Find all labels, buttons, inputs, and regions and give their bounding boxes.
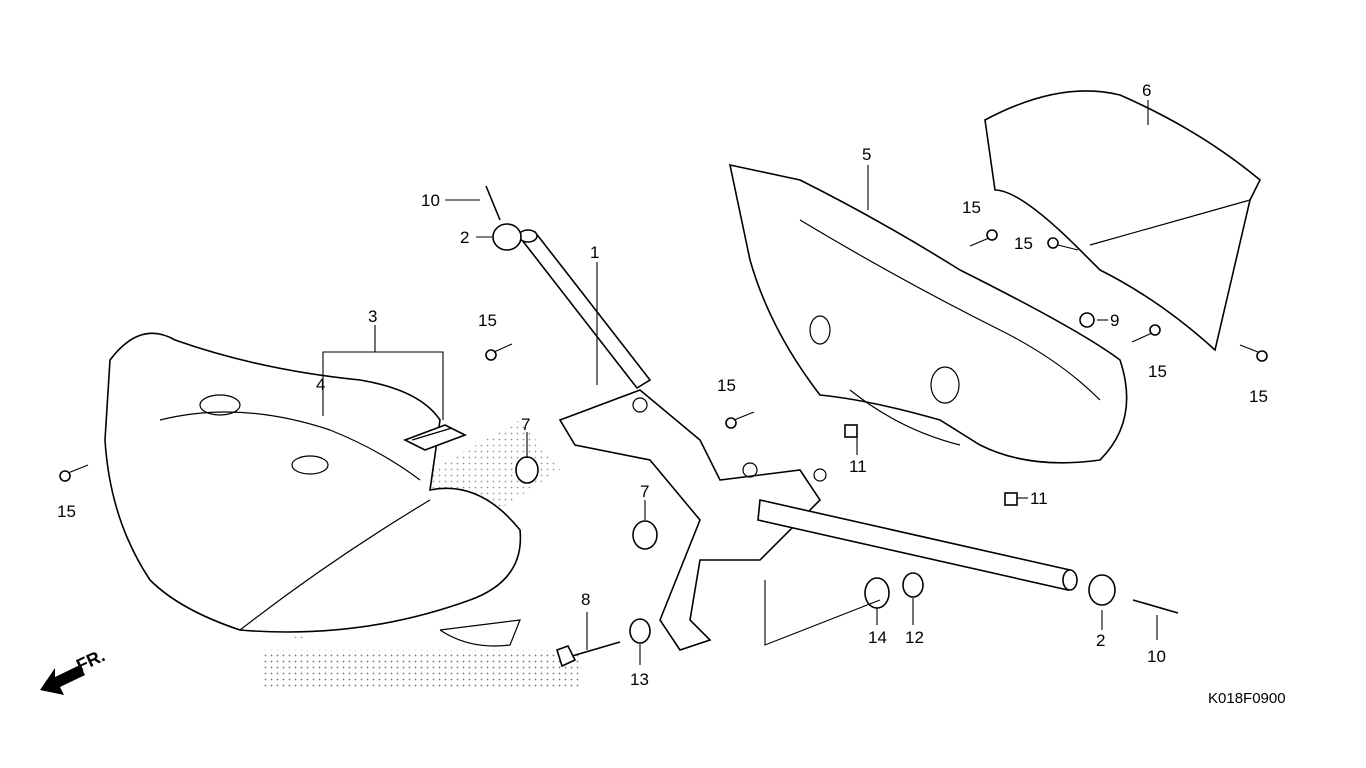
callout-15[interactable]: 15 (478, 311, 497, 330)
callout-4[interactable]: 4 (316, 375, 325, 394)
grommets[interactable] (492, 223, 1116, 644)
callout-2[interactable]: 2 (460, 228, 469, 247)
callout-15[interactable]: 15 (57, 502, 76, 521)
callout-8[interactable]: 8 (581, 590, 590, 609)
callout-9[interactable]: 9 (1110, 311, 1119, 330)
callout-13[interactable]: 13 (630, 670, 649, 689)
callout-11[interactable]: 11 (1030, 489, 1048, 508)
front-direction-indicator: FR. (40, 645, 108, 695)
callout-10[interactable]: 10 (1147, 647, 1166, 666)
callout-12[interactable]: 12 (905, 628, 924, 647)
callout-15[interactable]: 15 (962, 198, 981, 217)
callout-labels: 1 2 2 3 4 5 6 7 7 8 9 10 10 11 11 12 13 … (57, 81, 1268, 689)
front-handlebar-cover[interactable] (104, 332, 522, 647)
callout-3[interactable]: 3 (368, 307, 377, 326)
diagram-code: K018F0900 (1208, 690, 1286, 707)
front-arrow-icon (40, 665, 85, 695)
callout-2[interactable]: 2 (1096, 631, 1105, 650)
callout-6[interactable]: 6 (1142, 81, 1151, 100)
handlebar[interactable] (518, 229, 1078, 651)
callout-7[interactable]: 7 (640, 482, 649, 501)
bolts[interactable] (59, 185, 1268, 668)
callout-7[interactable]: 7 (521, 415, 530, 434)
leader-lines (322, 100, 1158, 665)
callout-15[interactable]: 15 (1249, 387, 1268, 406)
callout-1[interactable]: 1 (590, 243, 599, 262)
callout-10[interactable]: 10 (421, 191, 440, 210)
callout-14[interactable]: 14 (868, 628, 887, 647)
callout-11[interactable]: 11 (849, 457, 867, 476)
emblem[interactable] (403, 424, 467, 451)
callout-15[interactable]: 15 (717, 376, 736, 395)
meter-visor[interactable] (984, 90, 1261, 352)
rear-handlebar-cover[interactable] (728, 163, 1128, 464)
callout-5[interactable]: 5 (862, 145, 871, 164)
callout-15[interactable]: 15 (1148, 362, 1167, 381)
callout-15[interactable]: 15 (1014, 234, 1033, 253)
